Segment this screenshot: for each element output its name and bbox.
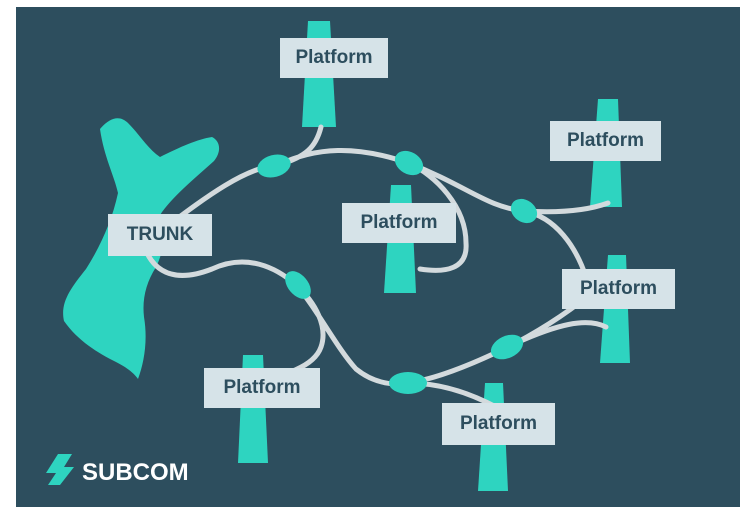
platform-label-1: Platform <box>280 38 388 78</box>
repeater-2 <box>394 150 424 176</box>
platform-label-3: Platform <box>342 203 456 243</box>
brand-name: SUBCOM <box>82 459 189 486</box>
repeater-4 <box>285 271 311 299</box>
platform-label-6: Platform <box>442 403 555 445</box>
network-diagram: TRUNK Platform Platform Platform Platfor… <box>16 7 740 507</box>
repeater-5 <box>490 334 524 360</box>
trunk-label: TRUNK <box>108 214 212 256</box>
brand-logo: SUBCOM <box>50 457 189 489</box>
repeater-1 <box>257 154 291 178</box>
diagram-canvas <box>46 21 630 491</box>
platform-label-2: Platform <box>550 121 661 161</box>
subcom-logo-icon <box>46 454 74 485</box>
platform-label-4: Platform <box>562 269 675 309</box>
repeater-6 <box>389 372 427 394</box>
platform-label-5: Platform <box>204 368 320 408</box>
repeater-3 <box>510 198 538 224</box>
